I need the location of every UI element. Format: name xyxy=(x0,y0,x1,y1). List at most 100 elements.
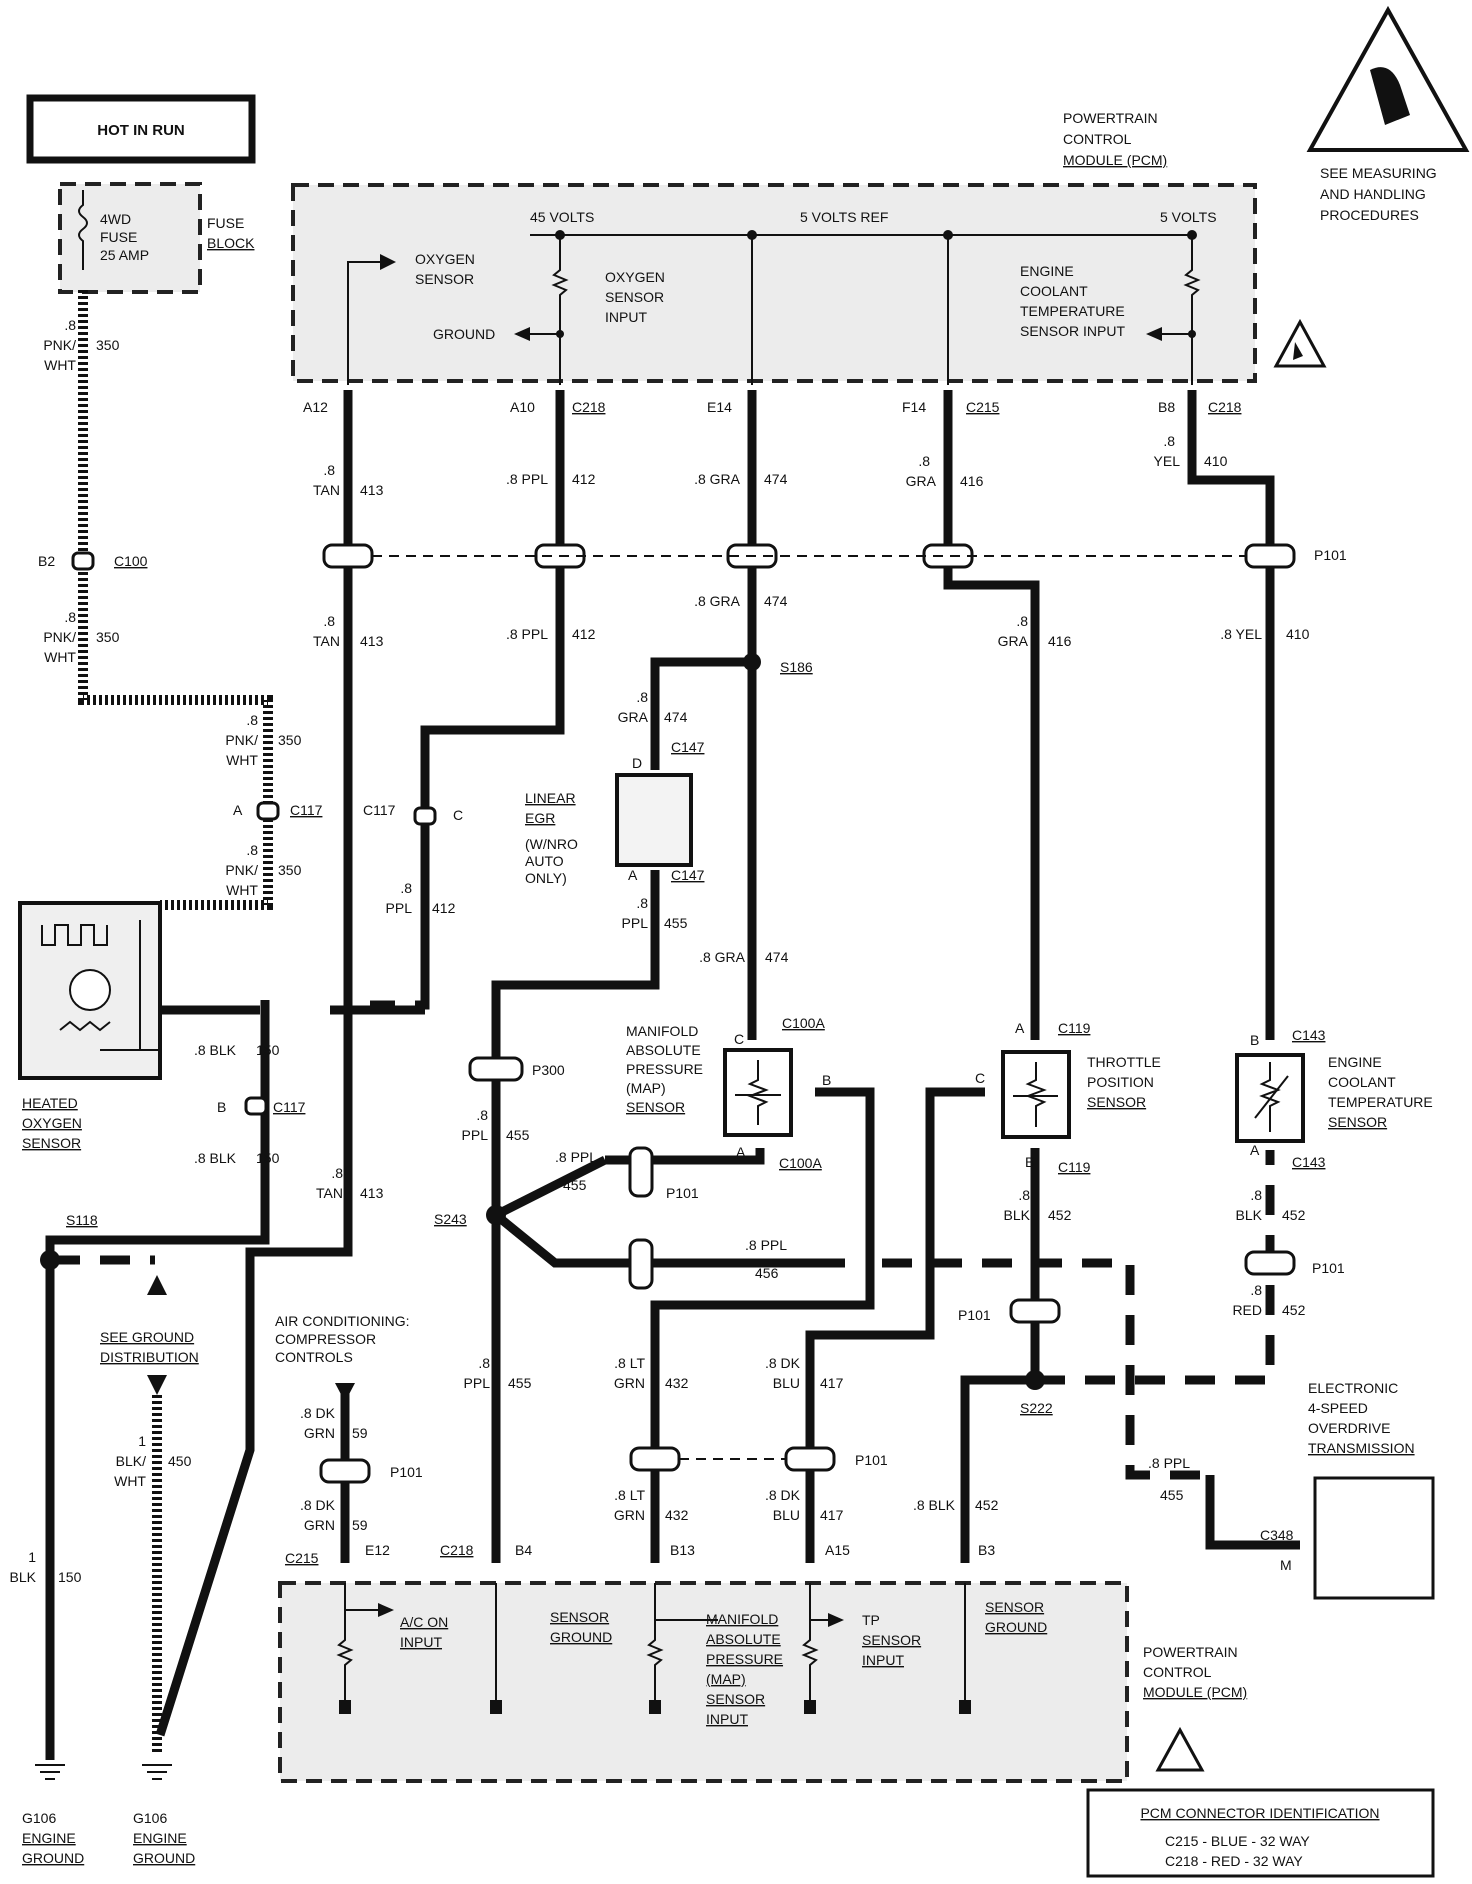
linear-egr: LINEAR EGR (W/NRO AUTO ONLY) xyxy=(525,773,693,886)
w417a-color: BLU xyxy=(773,1375,800,1391)
label-s118: S118 xyxy=(66,1212,98,1228)
ho2s-label-1: HEATED xyxy=(22,1095,78,1111)
connector-c100 xyxy=(71,551,95,571)
connector-p300 xyxy=(468,1056,524,1082)
ac-compressor-note: AIR CONDITIONING: COMPRESSOR CONTROLS xyxy=(275,1313,410,1402)
trans-label-1: ELECTRONIC xyxy=(1308,1380,1398,1396)
fuse-rating-line3: 25 AMP xyxy=(100,247,149,263)
pin-e12: E12 xyxy=(365,1542,390,1558)
tps-label-1: THROTTLE xyxy=(1087,1054,1161,1070)
connector-c215-top: C215 xyxy=(966,399,1000,415)
w417a-gauge: .8 DK xyxy=(765,1355,801,1371)
label-c348: C348 xyxy=(1260,1527,1294,1543)
tp-input-1: TP xyxy=(862,1612,880,1628)
map-label-3: PRESSURE xyxy=(626,1061,703,1077)
voltage-5-label: 5 VOLTS xyxy=(1160,209,1217,225)
connector-p101-452b xyxy=(1244,1250,1296,1276)
map-label-5: SENSOR xyxy=(626,1099,685,1115)
w350c-color-1: PNK/ xyxy=(225,732,258,748)
label-d: D xyxy=(632,755,642,771)
connector-labels: B2 C100 P101 A C117 C117 C B C117 S186 C… xyxy=(38,547,1347,1573)
label-c-tps: C xyxy=(975,1070,985,1086)
ect-label-4: SENSOR xyxy=(1328,1114,1387,1130)
w416a-gauge: .8 xyxy=(918,453,930,469)
label-p300: P300 xyxy=(532,1062,565,1078)
w450-color-1: BLK/ xyxy=(116,1453,146,1469)
label-p101-452b: P101 xyxy=(1312,1260,1345,1276)
w350d-color-1: PNK/ xyxy=(225,862,258,878)
w474c-gauge: .8 xyxy=(636,689,648,705)
w413c-color: TAN xyxy=(316,1185,343,1201)
w410a-circuit: 410 xyxy=(1204,453,1228,469)
pcm-top: POWERTRAIN CONTROL MODULE (PCM) 45 VOLTS… xyxy=(291,110,1257,385)
transmission-box: ELECTRONIC 4-SPEED OVERDRIVE TRANSMISSIO… xyxy=(1308,1380,1435,1600)
pcm-bottom-title-1: POWERTRAIN xyxy=(1143,1644,1238,1660)
label-a-tps: A xyxy=(1015,1020,1025,1036)
w413c-circuit: 413 xyxy=(360,1185,384,1201)
w350b-color-2: WHT xyxy=(44,649,76,665)
w150c-color: BLK xyxy=(10,1569,37,1585)
w412b-circuit: 412 xyxy=(572,626,596,642)
connector-c117-b xyxy=(244,1096,268,1116)
w452b-gauge: .8 xyxy=(1250,1187,1262,1203)
w59a-color: GRN xyxy=(304,1425,335,1441)
egr-label-1: LINEAR xyxy=(525,790,576,806)
w350b-color-1: PNK/ xyxy=(43,629,76,645)
esd-small-icon xyxy=(1273,318,1327,368)
connector-p101-59 xyxy=(319,1458,371,1484)
w432b-gauge: .8 LT xyxy=(614,1487,645,1503)
w410b-color: .8 YEL xyxy=(1220,626,1262,642)
w410a-color: YEL xyxy=(1154,453,1181,469)
connector-c117-c xyxy=(413,806,437,826)
w350d-color-2: WHT xyxy=(226,882,258,898)
label-p101-417: P101 xyxy=(855,1452,888,1468)
ground-label: GROUND xyxy=(433,326,495,342)
w455e-color: .8 PPL xyxy=(1148,1455,1190,1471)
label-c143-bottom: C143 xyxy=(1292,1154,1326,1170)
w416a-circuit: 416 xyxy=(960,473,984,489)
label-c147-bottom: C147 xyxy=(671,867,705,883)
connector-p101-413 xyxy=(322,543,374,569)
w350b-circuit: 350 xyxy=(96,629,120,645)
fuse-rating-line2: FUSE xyxy=(100,229,137,245)
w474b-color: .8 GRA xyxy=(694,593,741,609)
label-c-map: C xyxy=(734,1031,744,1047)
w412a-circuit: 412 xyxy=(572,471,596,487)
egr-label-3: (W/NRO xyxy=(525,836,578,852)
label-p101-top: P101 xyxy=(1314,547,1347,563)
connector-c215-bottom: C215 xyxy=(285,1550,319,1566)
label-c147-top: C147 xyxy=(671,739,705,755)
label-c117-b: C117 xyxy=(273,1099,306,1115)
fuse-block: 4WD FUSE 25 AMP FUSE BLOCK xyxy=(58,182,255,294)
splice-s243 xyxy=(486,1205,506,1225)
w455c-circuit: 455 xyxy=(563,1177,587,1193)
label-c119-bottom: C119 xyxy=(1058,1159,1091,1175)
ground-dist-label-2: DISTRIBUTION xyxy=(100,1349,199,1365)
w417b-circuit: 417 xyxy=(820,1507,844,1523)
w455b-gauge: .8 xyxy=(476,1107,488,1123)
ho2s-label-3: SENSOR xyxy=(22,1135,81,1151)
throttle-position-sensor: THROTTLE POSITION SENSOR xyxy=(1001,1050,1161,1139)
w59b-color: GRN xyxy=(304,1517,335,1533)
g106-right-2: ENGINE xyxy=(133,1830,187,1846)
map-label-1: MANIFOLD xyxy=(626,1023,698,1039)
label-c100: C100 xyxy=(114,553,148,569)
splice-s222 xyxy=(1025,1370,1045,1390)
w416b-gauge: .8 xyxy=(1016,613,1028,629)
label-s222: S222 xyxy=(1020,1400,1053,1416)
w455e-circuit: 455 xyxy=(1160,1487,1184,1503)
connector-c218-bottom: C218 xyxy=(440,1542,474,1558)
map-input-5: SENSOR xyxy=(706,1691,765,1707)
label-c100a-top: C100A xyxy=(782,1015,825,1031)
sensor-ground-3: SENSOR xyxy=(985,1599,1044,1615)
esd-text-1: SEE MEASURING xyxy=(1320,165,1437,181)
pcm-top-title-2: CONTROL xyxy=(1063,131,1132,147)
w455a-gauge: .8 xyxy=(636,895,648,911)
w474c-color: GRA xyxy=(618,709,649,725)
w452b-color: BLK xyxy=(1236,1207,1263,1223)
w452c-circuit: 452 xyxy=(1282,1302,1306,1318)
heated-oxygen-sensor: HEATED OXYGEN SENSOR xyxy=(18,901,162,1151)
label-p101-59: P101 xyxy=(390,1464,423,1480)
pcm-bottom-title-2: CONTROL xyxy=(1143,1664,1212,1680)
w452d-circuit: 452 xyxy=(975,1497,999,1513)
